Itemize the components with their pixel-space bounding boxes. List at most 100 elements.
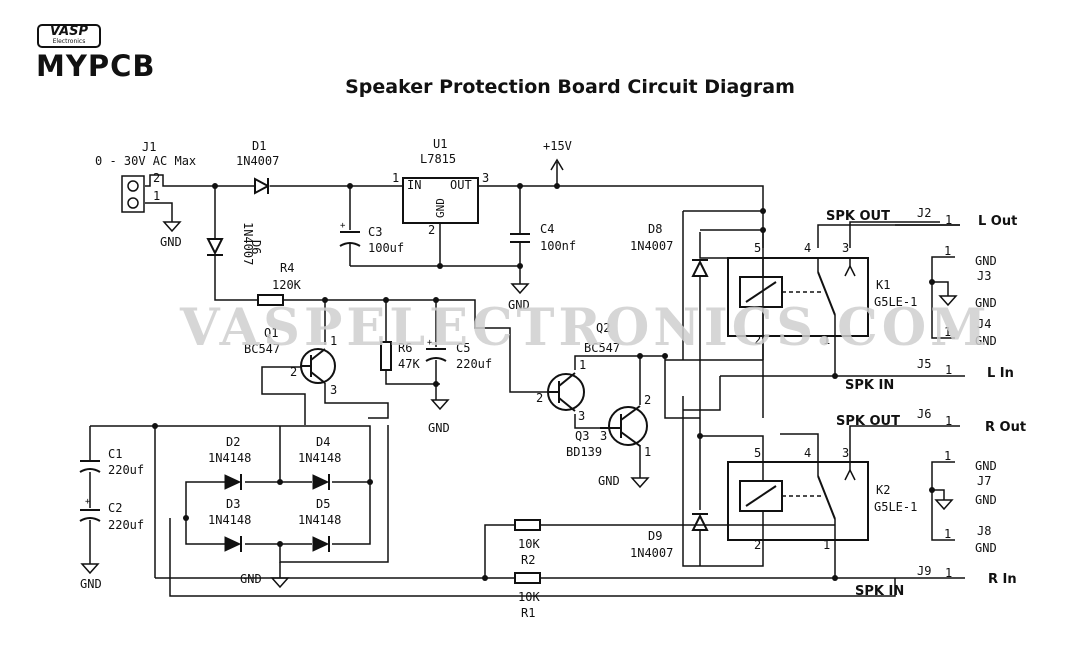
gnd-label: GND — [80, 577, 102, 591]
d1-ref: D1 — [252, 139, 266, 153]
d5-diode: D5 1N4148 — [298, 497, 341, 552]
wire — [932, 489, 945, 500]
junction-dot — [212, 183, 218, 189]
u1-in: IN — [407, 178, 421, 192]
r1-resistor: 10K R1 — [514, 572, 541, 620]
j6-ref: J6 — [917, 407, 931, 421]
j2-net: L Out — [978, 214, 1017, 229]
d3-value: 1N4148 — [208, 513, 251, 527]
j2-ref: J2 — [917, 206, 931, 220]
j9-net: R In — [988, 572, 1017, 587]
j4-pin: 1 — [944, 325, 951, 339]
gnd-label: GND — [975, 493, 997, 507]
u1-pin3: 3 — [482, 171, 489, 185]
vasp-logo: VASP Electronics — [37, 24, 101, 48]
spk-out-label: SPK OUT — [826, 209, 890, 224]
junction-dot — [662, 353, 668, 359]
j2-pin: 1 — [945, 213, 952, 227]
j4-ref: J4 — [977, 317, 991, 331]
diode-triangle — [206, 238, 224, 256]
wire — [261, 366, 306, 425]
d1-diode: D1 1N4007 — [236, 139, 279, 195]
wire — [169, 518, 896, 597]
junctions — [152, 183, 935, 581]
supply-arrow — [550, 158, 564, 171]
ground-icon — [510, 283, 530, 295]
transistor-body — [300, 348, 336, 384]
polarity-plus: + — [427, 338, 433, 348]
junction-dot — [277, 479, 283, 485]
q2-pin3: 3 — [578, 409, 585, 423]
wire — [279, 425, 389, 563]
k2-pin1: 1 — [823, 538, 830, 552]
c2-capacitor: + C2 220uf — [79, 497, 144, 532]
junction-dot — [433, 297, 439, 303]
junction-dot — [832, 575, 838, 581]
d9-value: 1N4007 — [630, 546, 673, 560]
wire — [849, 221, 940, 248]
ground-icon — [80, 563, 100, 575]
wire — [849, 425, 960, 450]
q3-pin1: 1 — [644, 445, 651, 459]
d8-value: 1N4007 — [630, 239, 673, 253]
junction-dot — [637, 353, 643, 359]
j3-net: GND — [975, 254, 997, 268]
j1-pin2: 2 — [153, 171, 160, 185]
d8-ref: D8 — [648, 222, 662, 236]
d3-diode: D3 1N4148 — [208, 497, 251, 552]
connector-j6: J6 1 R Out — [917, 407, 1026, 435]
junction-dot — [832, 373, 838, 379]
d8-diode: D8 1N4007 — [630, 222, 709, 277]
d9-ref: D9 — [648, 529, 662, 543]
junction-dot — [482, 575, 488, 581]
wire — [90, 425, 371, 482]
d4-diode: D4 1N4148 — [298, 435, 341, 490]
gnd-label: GND — [508, 298, 530, 312]
u1-pin2: 2 — [428, 223, 435, 237]
u1-gnd: GND — [434, 198, 447, 218]
c4-capacitor: C4 100nf — [510, 222, 576, 253]
diode-triangle — [254, 177, 271, 195]
q2-pin1: 1 — [579, 358, 586, 372]
c2-ref: C2 — [108, 501, 122, 515]
junction-dot — [152, 423, 158, 429]
wire — [155, 524, 515, 579]
connector-j2: J2 1 L Out — [895, 206, 1017, 229]
ground-icon — [430, 399, 450, 411]
d2-diode: D2 1N4148 — [208, 435, 251, 490]
j5-net: L In — [987, 366, 1014, 381]
terminal-body — [121, 175, 145, 213]
wire — [817, 224, 960, 248]
q1-transistor: Q1 BC547 1 2 3 — [244, 326, 337, 397]
j9-ref: J9 — [917, 564, 931, 578]
ground-symbols: GND GND GND GND GND GND — [80, 221, 958, 591]
r2-resistor: 10K R2 — [514, 519, 541, 567]
transistor-collector — [558, 372, 576, 387]
transistor-emitter — [558, 397, 576, 412]
ground-icon — [162, 221, 182, 233]
q1-pin1: 1 — [330, 334, 337, 348]
wire — [683, 376, 721, 411]
c3-capacitor: + C3 100uf — [339, 221, 404, 255]
q3-transistor: Q3 BD139 2 3 1 — [566, 393, 651, 459]
junction-dot — [517, 183, 523, 189]
polarity-plus: + — [85, 497, 91, 507]
junction-dot — [517, 263, 523, 269]
j7-ref: J7 — [977, 474, 991, 488]
ground-icon — [938, 295, 958, 307]
j6-net: R Out — [985, 420, 1026, 435]
d6-diode: 1N4007 D6 — [206, 222, 263, 265]
junction-dot — [183, 515, 189, 521]
junction-dot — [347, 183, 353, 189]
resistor-body — [514, 572, 541, 584]
junction-dot — [437, 263, 443, 269]
u1-value: L7815 — [420, 152, 456, 166]
k2-relay: K2 G5LE-1 5 4 3 2 1 — [727, 446, 917, 552]
relay-coil-slash — [745, 485, 777, 507]
r6-ref: R6 — [398, 341, 412, 355]
d4-value: 1N4148 — [298, 451, 341, 465]
k2-pin5: 5 — [754, 446, 761, 460]
cap-plate-curved — [79, 517, 101, 522]
k1-ref: K1 — [876, 278, 890, 292]
junction-dot — [322, 297, 328, 303]
